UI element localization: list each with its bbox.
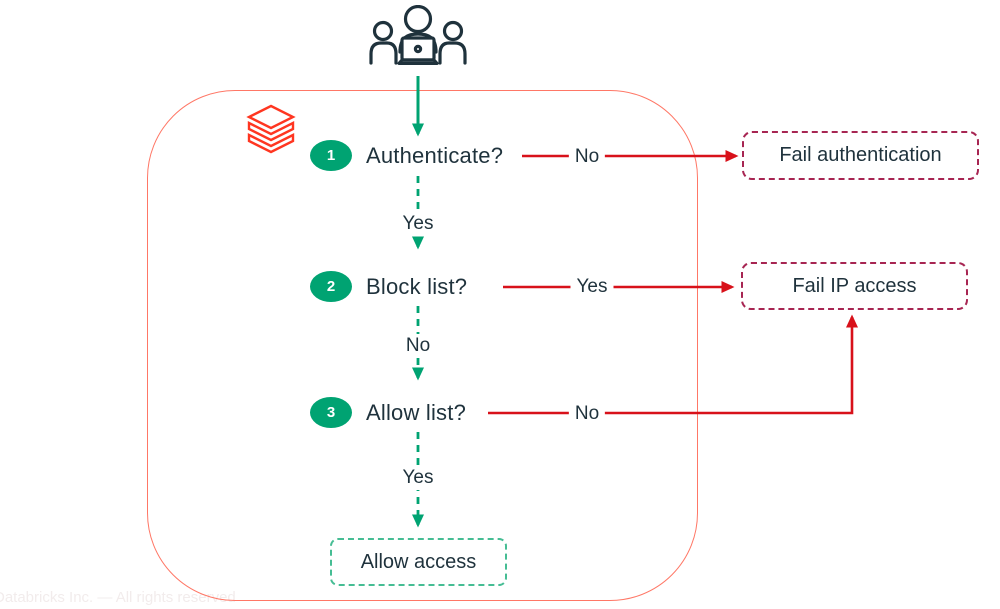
step2-number: 2 <box>326 278 336 295</box>
fail-authentication-label: Fail authentication <box>779 144 942 166</box>
step-authenticate: 1 Authenticate? <box>310 140 503 171</box>
step1-branch-label: No <box>568 145 606 169</box>
fail-ip-access-label: Fail IP access <box>792 274 917 297</box>
outcome-allow-access: Allow access <box>330 538 507 586</box>
workspace-boundary <box>147 90 698 601</box>
step2-label: Block list? <box>366 273 468 299</box>
outcome-fail-authentication: Fail authentication <box>742 131 979 180</box>
outcome-fail-ip-access: Fail IP access <box>741 262 968 310</box>
step2-branch-label: Yes <box>570 275 614 299</box>
databricks-logo-icon <box>246 104 296 154</box>
step1-number-badge: 1 <box>310 140 352 171</box>
users-at-laptop-icon <box>369 5 467 65</box>
step2-next-label: No <box>399 334 437 358</box>
copyright-watermark: Databricks Inc. — All rights reserved <box>0 589 236 606</box>
step-block-list: 2 Block list? <box>310 271 467 302</box>
step3-next-label: Yes <box>396 466 440 490</box>
step1-label: Authenticate? <box>366 142 504 168</box>
step3-number-badge: 3 <box>310 397 352 428</box>
step3-label: Allow list? <box>366 399 467 425</box>
allow-access-label: Allow access <box>360 550 477 573</box>
step3-branch-label: No <box>568 402 606 426</box>
step-allow-list: 3 Allow list? <box>310 397 466 428</box>
step2-number-badge: 2 <box>310 271 352 302</box>
step3-number: 3 <box>326 404 336 421</box>
arrow-step3-no <box>488 314 858 415</box>
step1-next-label: Yes <box>396 212 440 236</box>
step1-number: 1 <box>326 147 336 164</box>
